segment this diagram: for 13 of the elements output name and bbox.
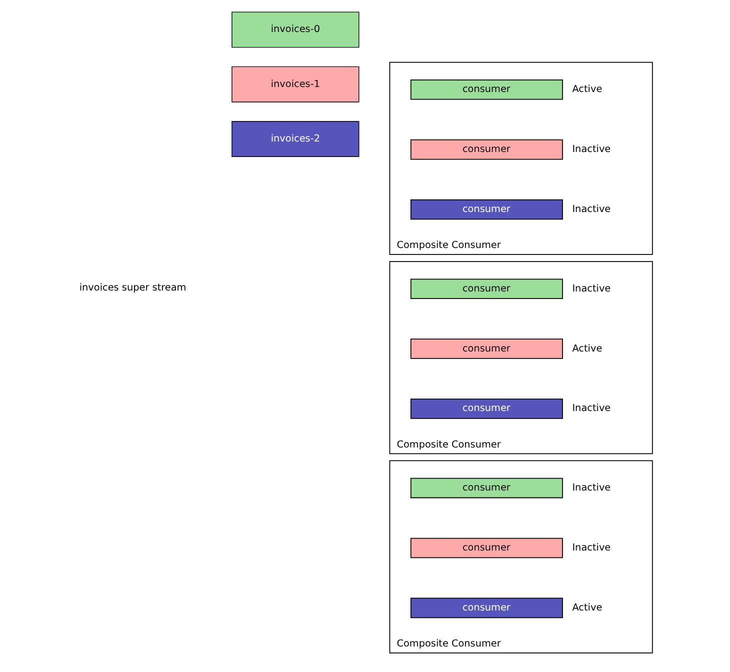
node-label: Inactive bbox=[572, 403, 610, 414]
node-label: Active bbox=[572, 602, 602, 614]
node-label: Inactive bbox=[572, 482, 610, 494]
node-box: invoices-2 bbox=[231, 121, 359, 157]
node-label: Inactive bbox=[572, 204, 610, 215]
node-label: Inactive bbox=[572, 542, 610, 554]
node-label: Active bbox=[572, 84, 602, 96]
node-box: invoices-1 bbox=[231, 66, 359, 102]
node-label: Inactive bbox=[572, 144, 610, 156]
node-label: Active bbox=[572, 343, 602, 354]
node-label: Inactive bbox=[572, 283, 610, 294]
node-box: invoices-0 bbox=[231, 12, 359, 48]
label: invoices super stream bbox=[78, 282, 186, 294]
